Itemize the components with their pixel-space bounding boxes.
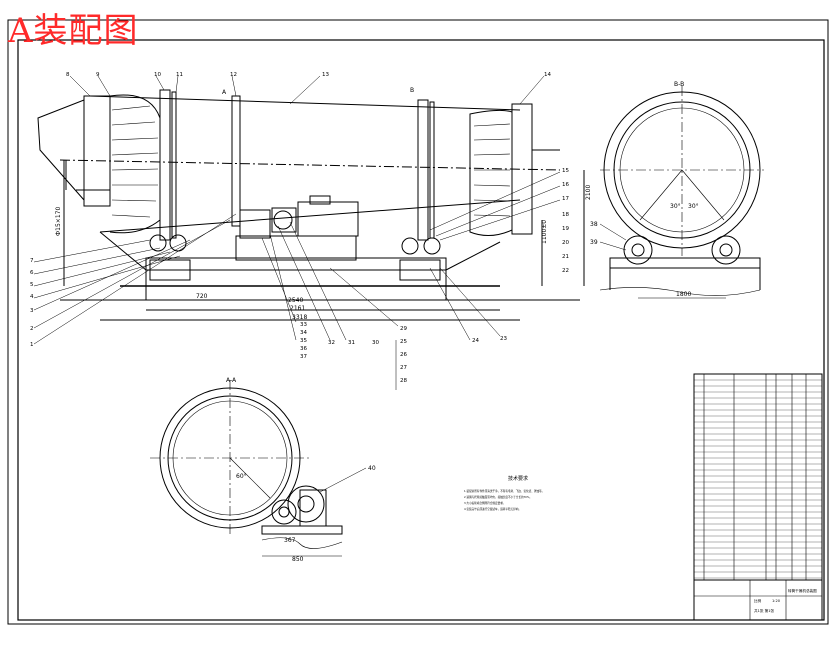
technical-notes: 技术要求 1.装配前所有零件须清洗干净，不得有毛刺、飞边、氧化皮、锈蚀等。 2.… xyxy=(464,475,544,511)
part-40: 40 xyxy=(368,465,376,472)
part-4: 4 xyxy=(30,294,34,300)
part-2: 2 xyxy=(30,326,34,332)
main-elevation-view xyxy=(33,75,585,390)
sheet-label: 共1张 第1张 xyxy=(754,608,774,613)
part-18: 18 xyxy=(562,212,569,218)
section-bb-view xyxy=(599,86,764,299)
part-6: 6 xyxy=(30,270,34,276)
part-10: 10 xyxy=(154,72,161,78)
part-26: 26 xyxy=(400,352,407,358)
dim-2161: 2161 xyxy=(290,305,305,312)
section-aa-title: A-A xyxy=(226,377,237,384)
dim-height-right: 2100 xyxy=(585,185,592,200)
main-view-labels: A B 720 2540 2161 3318 Ф15×170 1100±0 21… xyxy=(55,87,592,321)
dim-850: 850 xyxy=(292,556,304,563)
part-8: 8 xyxy=(66,72,70,78)
dim-367: 367 xyxy=(284,537,296,544)
dim-height-mid: 1100±0 xyxy=(541,220,548,244)
part-21: 21 xyxy=(562,254,569,260)
part-32: 32 xyxy=(328,340,335,346)
note-line-3: 3.大小齿轮啮合侧隙符合规定要求。 xyxy=(464,501,505,505)
part-3: 3 xyxy=(30,308,34,314)
dim-30-a: 30° xyxy=(670,203,681,210)
part-1: 1 xyxy=(30,342,34,348)
section-aa-view xyxy=(150,380,367,557)
note-line-4: 4.安装完毕后须进行空载试车，运转平稳无异响。 xyxy=(464,507,521,511)
parts-list-table xyxy=(693,373,823,621)
dim-1800: 1800 xyxy=(676,291,691,298)
part-11: 11 xyxy=(176,72,183,78)
part-19: 19 xyxy=(562,226,569,232)
part-35: 35 xyxy=(300,338,307,344)
scale-value: 1:20 xyxy=(772,599,781,603)
part-24: 24 xyxy=(472,338,479,344)
dim-2540: 2540 xyxy=(288,297,303,304)
part-29: 29 xyxy=(400,326,407,332)
dim-height-left: Ф15×170 xyxy=(55,207,62,236)
note-line-1: 1.装配前所有零件须清洗干净，不得有毛刺、飞边、氧化皮、锈蚀等。 xyxy=(464,489,544,493)
mark-a: A xyxy=(222,89,227,96)
title-block: 转筒干燥机总装图 比例 1:20 共1张 第1张 xyxy=(754,588,817,613)
drawing-title: A装配图 xyxy=(8,11,139,51)
part-33: 33 xyxy=(300,322,307,328)
dim-60: 60° xyxy=(236,473,247,480)
section-bb-title: B-B xyxy=(674,81,684,88)
part-12: 12 xyxy=(230,72,237,78)
part-27: 27 xyxy=(400,365,407,371)
scale-label: 比例 xyxy=(754,598,762,603)
part-31: 31 xyxy=(348,340,355,346)
part-39: 39 xyxy=(590,239,598,246)
note-line-2: 2.滚圈与托轮接触面须均匀，接触长度不小于全长的70%。 xyxy=(464,495,532,499)
part-9: 9 xyxy=(96,72,100,78)
inner-frame xyxy=(17,39,825,621)
part-13: 13 xyxy=(322,72,329,78)
notes-heading: 技术要求 xyxy=(508,475,528,482)
part-38: 38 xyxy=(590,221,598,228)
dim-30-b: 30° xyxy=(688,203,699,210)
part-28: 28 xyxy=(400,378,407,384)
part-16: 16 xyxy=(562,182,569,188)
part-30: 30 xyxy=(372,340,379,346)
drawing-name: 转筒干燥机总装图 xyxy=(788,588,817,593)
dim-720: 720 xyxy=(196,293,208,300)
mark-b: B xyxy=(410,87,414,94)
part-25: 25 xyxy=(400,339,407,345)
outer-frame xyxy=(7,19,829,625)
section-aa-labels: A-A 60° 367 850 40 xyxy=(226,377,376,563)
part-17: 17 xyxy=(562,196,569,202)
part-23: 23 xyxy=(500,336,507,342)
part-7: 7 xyxy=(30,258,34,264)
section-bb-labels: B-B 30° 30° 1800 38 39 xyxy=(590,81,699,298)
part-5: 5 xyxy=(30,282,34,288)
part-number-labels: 7 6 5 4 3 2 1 8 9 10 11 12 13 14 15 16 1… xyxy=(30,72,569,384)
part-37: 37 xyxy=(300,354,307,360)
part-20: 20 xyxy=(562,240,569,246)
part-36: 36 xyxy=(300,346,307,352)
dim-3318: 3318 xyxy=(292,314,307,321)
part-15: 15 xyxy=(562,168,569,174)
part-22: 22 xyxy=(562,268,569,274)
part-34: 34 xyxy=(300,330,307,336)
part-14: 14 xyxy=(544,72,551,78)
